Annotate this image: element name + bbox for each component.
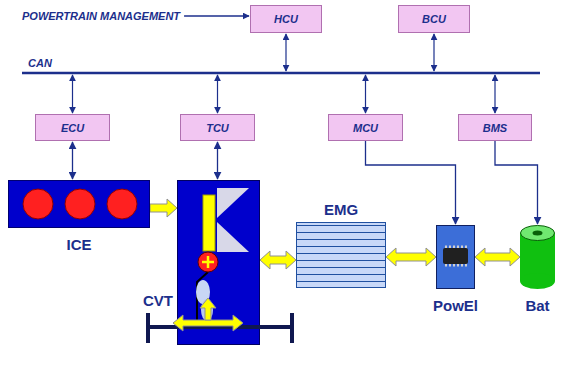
engine-block: ICE xyxy=(8,180,150,228)
node-label: BMS xyxy=(483,122,507,134)
control-unit-box: TCU xyxy=(180,114,255,141)
control-unit-box: ECU xyxy=(35,114,110,141)
signal-line xyxy=(495,141,538,224)
power-electronics-shape xyxy=(436,225,475,289)
power-flow-arrow xyxy=(475,248,520,266)
node-label: Bat xyxy=(525,297,549,314)
system-title: POWERTRAIN MANAGEMENT xyxy=(22,10,180,22)
node-label: ICE xyxy=(66,236,91,253)
power-flow-arrow xyxy=(150,199,177,217)
electric-machine-shape xyxy=(296,222,386,288)
control-unit-box: MCU xyxy=(328,114,403,141)
signal-line xyxy=(72,142,73,179)
node-label: EMG xyxy=(324,201,358,218)
bus-taps xyxy=(73,34,496,113)
transmission-block-shape xyxy=(177,180,260,345)
signal-line xyxy=(366,141,456,224)
node-label: PowEl xyxy=(433,297,478,314)
node-label: BCU xyxy=(422,13,446,25)
power-flow-arrow xyxy=(260,251,296,269)
power-electronics: PowEl xyxy=(436,225,475,289)
power-flow-arrow xyxy=(386,248,436,266)
node-label: CVT xyxy=(143,292,173,309)
signal-line xyxy=(217,142,218,179)
node-label: MCU xyxy=(353,122,378,134)
engine-block-shape xyxy=(8,180,150,228)
transmission-block: CVT xyxy=(177,180,260,345)
electric-machine: EMG xyxy=(296,222,386,288)
control-unit-box: HCU xyxy=(250,5,322,33)
node-label: HCU xyxy=(274,13,298,25)
battery-cylinder: Bat xyxy=(520,225,555,289)
battery-cylinder-shape xyxy=(520,225,555,289)
pm-arrow xyxy=(184,15,249,17)
bus-name: CAN xyxy=(28,57,52,69)
node-label: ECU xyxy=(61,122,84,134)
control-unit-box: BMS xyxy=(458,114,532,141)
can-bus xyxy=(22,72,540,75)
control-unit-box: BCU xyxy=(398,5,470,33)
node-label: TCU xyxy=(206,122,229,134)
